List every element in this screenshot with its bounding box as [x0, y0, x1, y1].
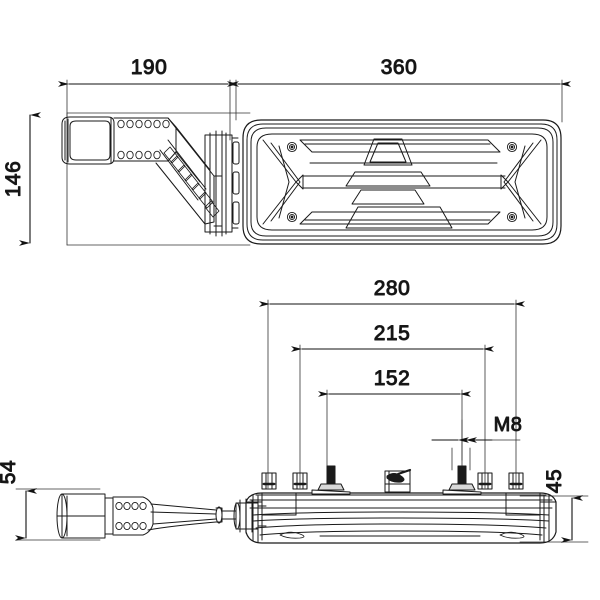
screw-boss-bottom-right	[506, 211, 518, 223]
locating-pin-1	[261, 472, 277, 490]
dimension-280-label: 280	[374, 277, 411, 300]
side-marker-head-edge	[56, 493, 114, 539]
dimension-190: 190	[58, 56, 239, 87]
dimension-360: 360	[227, 56, 571, 87]
dimension-m8-label: M8	[494, 414, 523, 436]
hinge-mounting-block	[204, 130, 240, 237]
cable-outlet-symbol	[384, 468, 412, 493]
top-view-group: 280 215 152 M8 54	[0, 277, 589, 544]
m8-stud-right	[442, 465, 482, 495]
dimension-360-label: 360	[381, 56, 418, 79]
dimension-146-label: 146	[2, 161, 25, 198]
side-marker-lamp-head	[61, 116, 115, 165]
screw-boss-bottom-left	[286, 211, 298, 223]
m8-stud-left	[311, 465, 351, 495]
dimension-54: 54	[0, 459, 101, 541]
lamp-main-body-front	[242, 119, 562, 245]
dimension-215: 215	[291, 322, 494, 352]
bracket-neck-ribbed	[113, 117, 177, 162]
dimension-54-label: 54	[0, 460, 20, 484]
dimension-152: 152	[318, 367, 471, 397]
dimension-45: 45	[519, 468, 589, 543]
dimension-m8: M8	[431, 414, 523, 443]
dimension-280: 280	[259, 277, 525, 307]
mounting-pads	[261, 492, 541, 516]
front-view-extension-lines	[66, 79, 563, 246]
dimension-152-label: 152	[374, 367, 411, 390]
bracket-neck-edge	[112, 496, 154, 536]
dimension-146: 146	[2, 112, 41, 246]
lamp-main-body-top	[245, 492, 557, 544]
dimension-45-label: 45	[543, 469, 566, 493]
dimension-190-label: 190	[131, 56, 168, 79]
screw-boss-top-right	[506, 141, 518, 153]
bracket-diagonal-arm	[155, 117, 223, 227]
locating-pin-3	[477, 472, 493, 490]
dimension-215-label: 215	[374, 322, 411, 345]
locating-pin-2	[292, 472, 308, 490]
screw-boss-top-left	[286, 141, 298, 153]
front-view-group: 190 360 146	[2, 56, 571, 246]
locating-pin-4	[508, 472, 524, 490]
